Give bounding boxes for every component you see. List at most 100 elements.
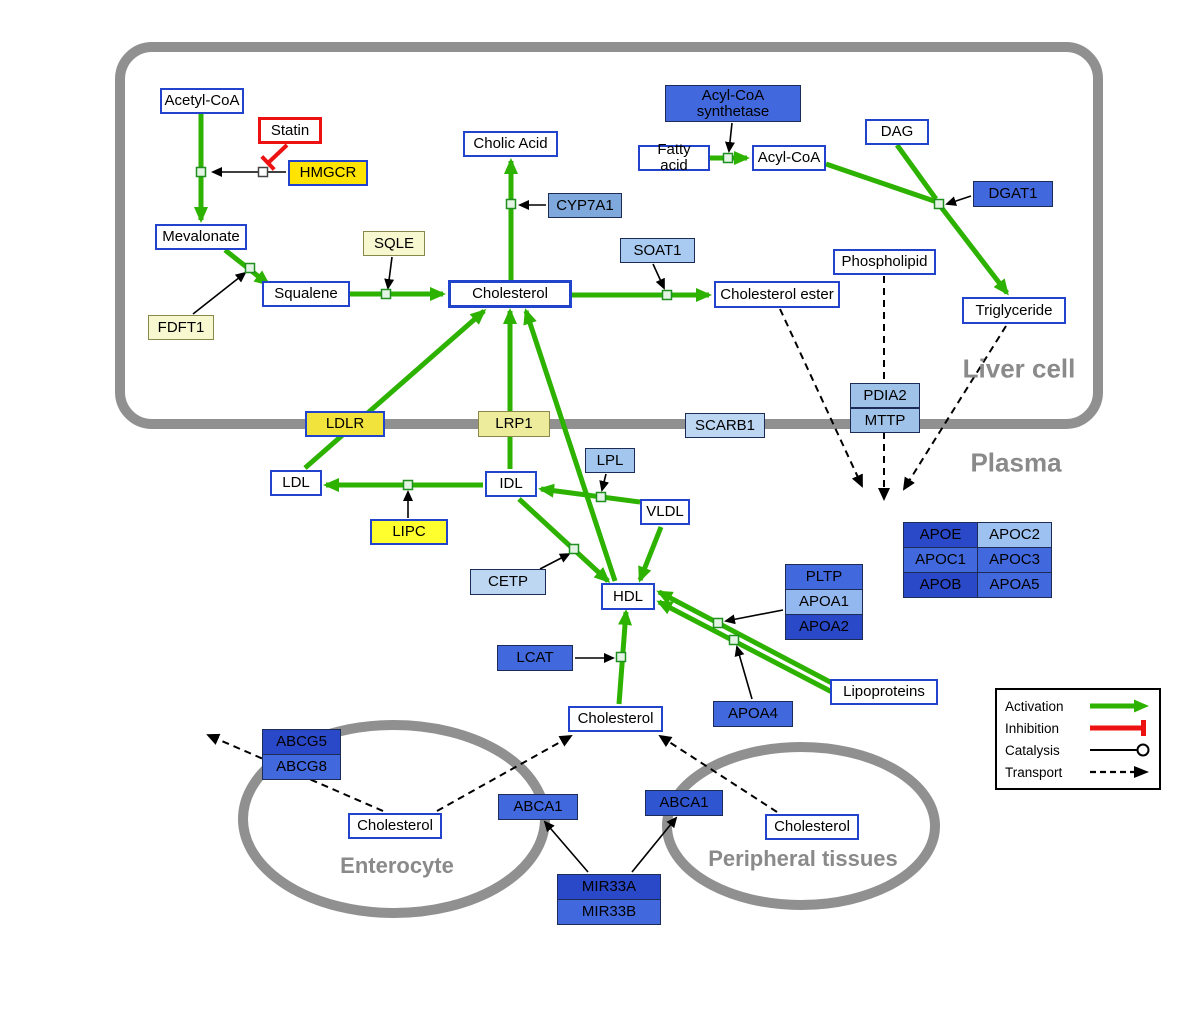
anchor-1 <box>244 262 256 274</box>
edge-vldl-hdl <box>637 526 664 583</box>
node-pltp[interactable]: PLTP <box>785 564 863 590</box>
node-ldl[interactable]: LDL <box>270 470 322 496</box>
label-enterocyte: Enterocyte <box>340 853 454 878</box>
legend-row-catalysis: Catalysis <box>1005 740 1151 760</box>
node-apob[interactable]: APOB <box>903 572 978 598</box>
label-liver-cell: Liver cell <box>962 353 1076 384</box>
node-soat1[interactable]: SOAT1 <box>620 238 695 263</box>
anchor-6 <box>933 198 945 210</box>
anchor-13-white <box>257 166 269 178</box>
node-apoa5[interactable]: APOA5 <box>977 572 1052 598</box>
legend-row-inhibition: Inhibition <box>1005 718 1151 738</box>
catalysis-circle-icon <box>1090 743 1150 757</box>
node-acetyl-coa[interactable]: Acetyl-CoA <box>160 88 244 114</box>
node-mir33b[interactable]: MIR33B <box>557 899 661 925</box>
edge-dgat1-catalysis <box>945 195 972 206</box>
edge-apoa4-catalysis <box>734 645 753 700</box>
node-cholesterol-enterocyte[interactable]: Cholesterol <box>348 813 442 839</box>
edge-lipoproteins-hdl-2 <box>656 599 834 695</box>
anchor-4 <box>661 289 673 301</box>
node-sqle[interactable]: SQLE <box>363 231 425 256</box>
node-dgat1[interactable]: DGAT1 <box>973 181 1053 207</box>
edge-cholesterylester-plasma <box>779 308 863 488</box>
anchor-5 <box>722 152 734 164</box>
node-acyl-coa[interactable]: Acyl-CoA <box>752 145 826 171</box>
edge-fdft1-catalysis <box>192 271 247 315</box>
anchor-7 <box>402 479 414 491</box>
node-mevalonate[interactable]: Mevalonate <box>155 224 247 250</box>
node-triglyceride[interactable]: Triglyceride <box>962 297 1066 324</box>
node-ldlr[interactable]: LDLR <box>305 411 385 437</box>
inhibition-tbar-icon <box>1090 720 1146 736</box>
node-acyl-coa-synthetase[interactable]: Acyl-CoA synthetase <box>665 85 801 122</box>
node-cholesterol-plasma[interactable]: Cholesterol <box>568 706 663 732</box>
edge-mir33-abca1-left <box>543 820 589 873</box>
legend-label-inhibition: Inhibition <box>1005 720 1060 736</box>
node-cholesterol-ester[interactable]: Cholesterol ester <box>714 281 840 308</box>
anchor-8 <box>595 491 607 503</box>
edge-acylcoa-synthetase-catalysis <box>724 122 735 153</box>
label-peripheral-tissues: Peripheral tissues <box>708 846 898 871</box>
edge-cholesterol-abcg-export <box>206 733 384 812</box>
node-vldl[interactable]: VLDL <box>640 499 690 525</box>
node-fdft1[interactable]: FDFT1 <box>148 315 214 340</box>
edge-dag-dgat-junction <box>894 143 939 201</box>
node-scarb1[interactable]: SCARB1 <box>685 413 765 438</box>
legend-label-transport: Transport <box>1005 764 1063 780</box>
node-cyp7a1[interactable]: CYP7A1 <box>548 193 622 218</box>
compartment-liver-cell <box>115 42 1103 429</box>
anchor-9 <box>568 543 580 555</box>
edge-vldl-idl <box>538 483 641 505</box>
edge-lipoproteins-hdl-1 <box>656 589 834 686</box>
node-apoa2[interactable]: APOA2 <box>785 614 863 640</box>
node-phospholipid[interactable]: Phospholipid <box>833 249 936 275</box>
activation-arrow-icon <box>1090 699 1149 713</box>
node-mttp[interactable]: MTTP <box>850 408 920 433</box>
edge-mir33-abca1-right <box>631 816 678 873</box>
node-cholesterol-peripheral[interactable]: Cholesterol <box>765 814 859 840</box>
edge-acylcoa-dgat-junction <box>825 161 938 205</box>
node-apoc2[interactable]: APOC2 <box>977 522 1052 548</box>
node-apoc1[interactable]: APOC1 <box>903 547 978 573</box>
node-abcg5[interactable]: ABCG5 <box>262 729 341 755</box>
node-statin[interactable]: Statin <box>258 117 322 144</box>
edge-hdl-cholesterol <box>523 308 618 582</box>
edge-idl-hdl <box>517 497 611 584</box>
node-idl[interactable]: IDL <box>485 471 537 497</box>
edge-ldl-cholesterol <box>303 309 487 470</box>
edge-triglyceride-plasma <box>902 325 1007 491</box>
node-apoa1[interactable]: APOA1 <box>785 589 863 615</box>
edge-soat1-catalysis <box>652 263 665 290</box>
edge-cetp-catalysis <box>539 553 571 570</box>
node-lpl[interactable]: LPL <box>585 448 635 473</box>
anchor-3 <box>505 198 517 210</box>
legend-row-activation: Activation <box>1005 696 1151 716</box>
node-lcat[interactable]: LCAT <box>497 645 573 671</box>
node-hmgcr[interactable]: HMGCR <box>288 160 368 186</box>
node-abca1-peripheral[interactable]: ABCA1 <box>645 790 723 816</box>
node-lipc[interactable]: LIPC <box>370 519 448 545</box>
anchor-10 <box>615 651 627 663</box>
node-apoe[interactable]: APOE <box>903 522 978 548</box>
node-lrp1[interactable]: LRP1 <box>478 411 550 437</box>
node-pdia2[interactable]: PDIA2 <box>850 383 920 408</box>
node-apoc3[interactable]: APOC3 <box>977 547 1052 573</box>
node-cholesterol-liver[interactable]: Cholesterol <box>448 280 572 308</box>
node-abcg8[interactable]: ABCG8 <box>262 754 341 780</box>
node-mir33a[interactable]: MIR33A <box>557 874 661 900</box>
node-dag[interactable]: DAG <box>865 119 929 145</box>
node-hdl[interactable]: HDL <box>601 583 655 610</box>
node-fatty-acid[interactable]: Fatty acid <box>638 142 710 173</box>
anchor-2 <box>380 288 392 300</box>
edge-cholesterol-enterocyte-efflux <box>436 735 573 812</box>
legend: Activation Inhibition Catalysis Transpor… <box>995 688 1161 790</box>
label-plasma: Plasma <box>970 447 1062 478</box>
node-apoa4[interactable]: APOA4 <box>713 701 793 727</box>
legend-row-transport: Transport <box>1005 762 1151 782</box>
legend-label-catalysis: Catalysis <box>1005 742 1060 758</box>
node-lipoproteins[interactable]: Lipoproteins <box>830 679 938 705</box>
node-cholic-acid[interactable]: Cholic Acid <box>463 131 558 157</box>
node-abca1-enterocyte[interactable]: ABCA1 <box>498 794 578 820</box>
node-squalene[interactable]: Squalene <box>262 281 350 307</box>
node-cetp[interactable]: CETP <box>470 569 546 595</box>
